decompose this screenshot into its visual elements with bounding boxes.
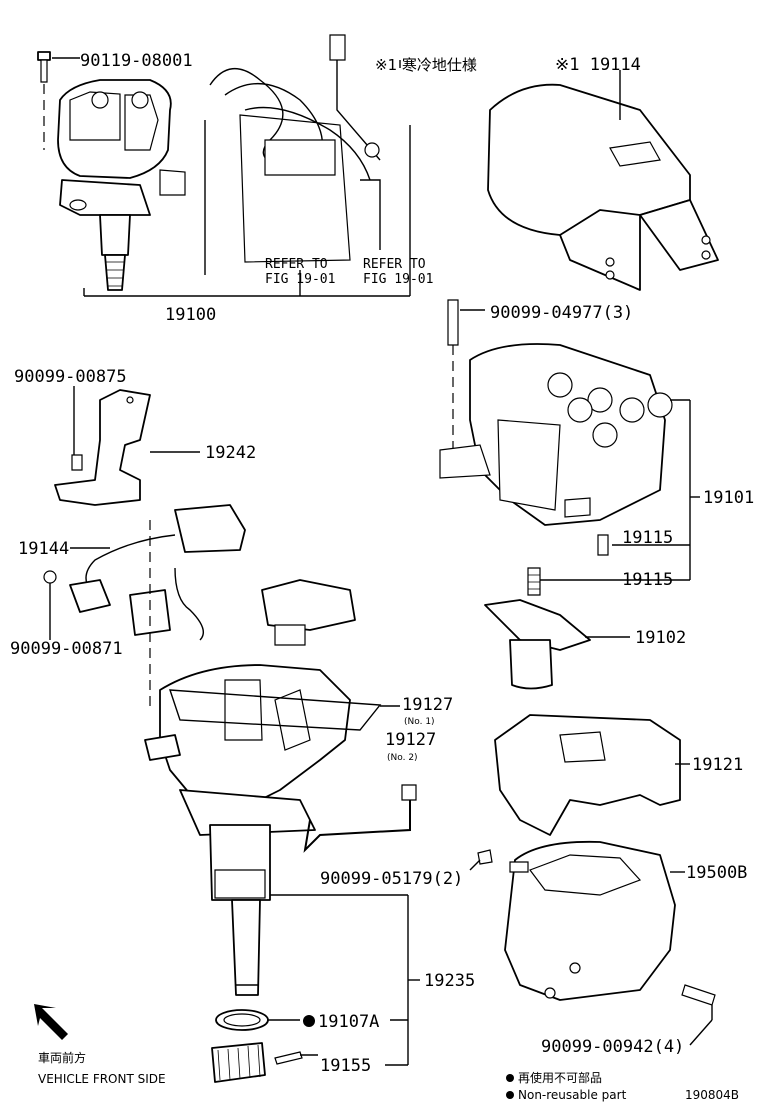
label-19121[interactable]: 19121 <box>692 755 743 775</box>
label-90099-00875[interactable]: 90099-00875 <box>14 367 127 387</box>
wire-19127-no2-illustration <box>303 790 411 853</box>
label-19114[interactable]: ※1 19114 <box>555 55 641 75</box>
label-90119-08001[interactable]: 90119-08001 <box>80 51 193 71</box>
rotor-19102-illustration <box>484 599 591 690</box>
figure-id: 190804B <box>685 1088 739 1102</box>
label-19115-a[interactable]: 19115 <box>622 528 673 548</box>
label-19127-no1-sub: (No. 1) <box>404 717 435 727</box>
sensor-19144-illustration <box>43 504 246 641</box>
label-refer-2-line1: REFER TO <box>363 257 426 272</box>
label-19500B[interactable]: 19500B <box>686 863 747 883</box>
label-19107A[interactable]: 19107A <box>318 1012 379 1032</box>
front-arrow-icon <box>34 1004 68 1040</box>
pin-90099-05179-illustration <box>477 849 493 865</box>
legend-bullet-icon <box>506 1074 514 1082</box>
legend-nonreusable-en: Non-reusable part <box>518 1088 627 1102</box>
label-19101[interactable]: 19101 <box>703 488 754 508</box>
contact-19115-illustration <box>527 534 609 596</box>
nonreusable-marker-icon <box>303 1015 315 1027</box>
distributor-housing-illustration <box>144 664 382 996</box>
label-19115-b[interactable]: 19115 <box>622 570 673 590</box>
label-19127-no2-sub: (No. 2) <box>387 753 418 763</box>
label-90099-00871[interactable]: 90099-00871 <box>10 639 123 659</box>
wiring-harness-illustration <box>204 34 411 275</box>
housing-19500B-illustration <box>504 840 676 1001</box>
label-refer-2-line2: FIG 19-01 <box>363 272 433 287</box>
label-19242[interactable]: 19242 <box>205 443 256 463</box>
label-19144[interactable]: 19144 <box>18 539 69 559</box>
bracket-19242-illustration <box>54 389 151 506</box>
label-90099-04977[interactable]: 90099-04977(3) <box>490 303 633 323</box>
insulator-19121-illustration <box>494 714 681 836</box>
label-90099-00942[interactable]: 90099-00942(4) <box>541 1037 684 1057</box>
distributor-cap-19101-illustration <box>439 299 673 526</box>
label-19235[interactable]: 19235 <box>424 971 475 991</box>
distributor-assembly-illustration <box>37 51 186 291</box>
legend-nonreusable-jp: 再使用不可部品 <box>518 1070 602 1085</box>
label-19155[interactable]: 19155 <box>320 1056 371 1076</box>
label-19100[interactable]: 19100 <box>165 305 216 325</box>
label-refer-1-line2: FIG 19-01 <box>265 272 335 287</box>
label-19127-no2[interactable]: 19127 <box>385 730 436 750</box>
cover-19114-illustration <box>487 70 719 291</box>
screw-90099-00942-illustration <box>681 984 716 1006</box>
legend-front-jp: 車両前方 <box>38 1050 86 1065</box>
label-19102[interactable]: 19102 <box>635 628 686 648</box>
label-90099-05179[interactable]: 90099-05179(2) <box>320 869 463 889</box>
label-cold-spec: ※1 寒冷地仕様 <box>375 56 477 74</box>
label-19127-no1[interactable]: 19127 <box>402 695 453 715</box>
connector-illustration <box>261 579 356 646</box>
legend-bullet-icon-en <box>506 1091 514 1099</box>
legend-front-en: VEHICLE FRONT SIDE <box>38 1072 166 1086</box>
gear-19155-illustration <box>211 1042 303 1083</box>
label-refer-1-line1: REFER TO <box>265 257 328 272</box>
